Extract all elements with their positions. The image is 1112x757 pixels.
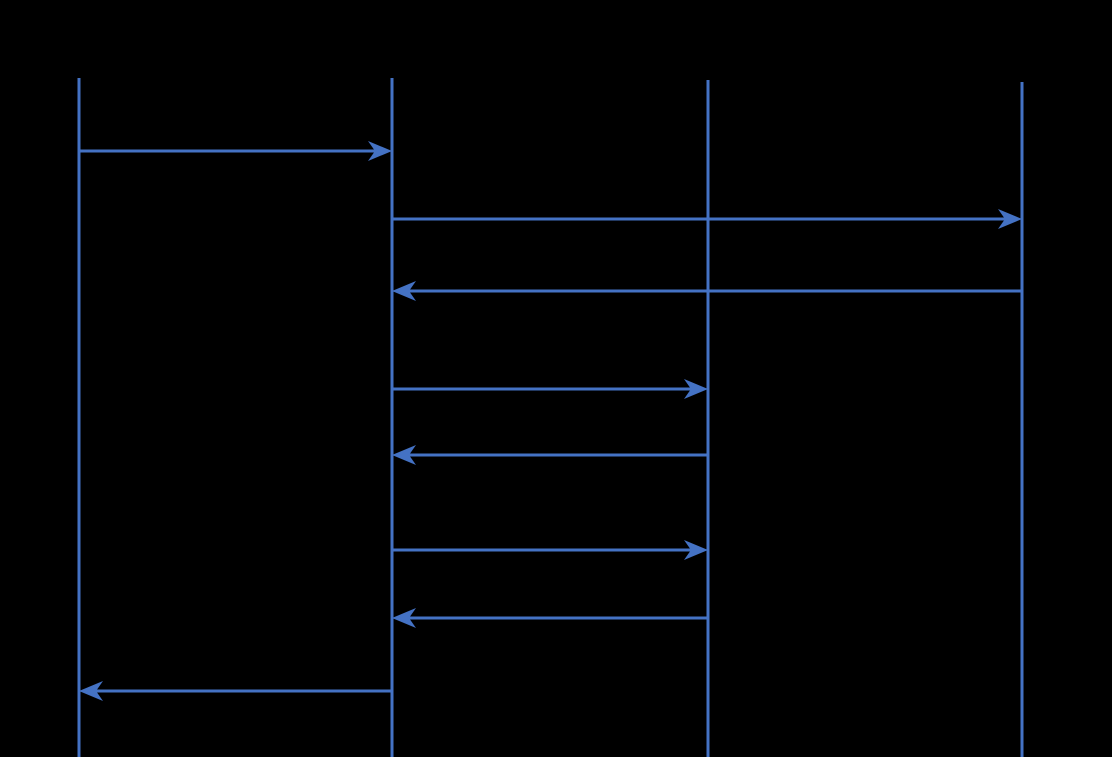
message-3 bbox=[392, 281, 1022, 301]
message-1 bbox=[79, 141, 392, 161]
arrowhead-icon bbox=[368, 141, 392, 161]
message-8 bbox=[79, 681, 392, 701]
arrowhead-icon bbox=[684, 540, 708, 560]
arrowhead-icon bbox=[998, 209, 1022, 229]
arrowhead-icon bbox=[79, 681, 103, 701]
message-2 bbox=[392, 209, 1022, 229]
message-6 bbox=[392, 540, 708, 560]
message-5 bbox=[392, 445, 708, 465]
message-4 bbox=[392, 379, 708, 399]
arrowhead-icon bbox=[392, 445, 416, 465]
arrowhead-icon bbox=[392, 608, 416, 628]
message-7 bbox=[392, 608, 708, 628]
arrowhead-icon bbox=[684, 379, 708, 399]
arrowhead-icon bbox=[392, 281, 416, 301]
